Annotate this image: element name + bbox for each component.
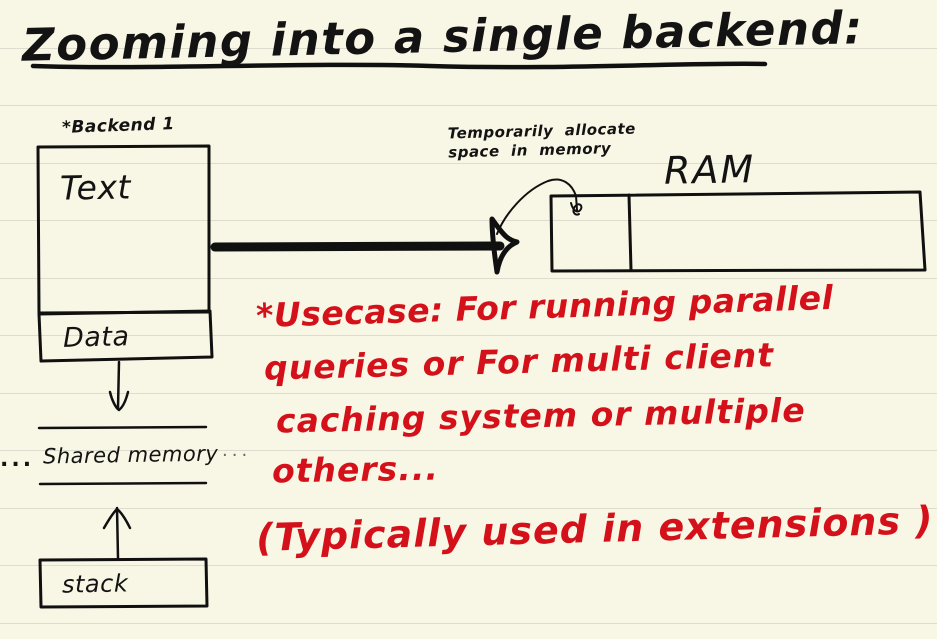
data-to-shared-arrowhead bbox=[108, 390, 130, 412]
rule-line bbox=[0, 163, 937, 164]
backend-to-ram-arrow-shaft bbox=[210, 241, 505, 252]
ram-box-label: RAM bbox=[663, 147, 756, 193]
shared-memory-dots-left: ... bbox=[0, 447, 35, 472]
rule-line bbox=[0, 278, 937, 279]
stack-box-outline bbox=[38, 557, 209, 609]
rule-line bbox=[0, 393, 937, 394]
rule-line bbox=[0, 508, 937, 509]
data-segment-label: Data bbox=[62, 321, 130, 354]
callout-arrow bbox=[496, 178, 578, 235]
stack-to-shared-arrowhead bbox=[102, 507, 132, 530]
red-note-line-4: others... bbox=[271, 448, 440, 491]
rule-line bbox=[0, 450, 937, 451]
rule-line bbox=[0, 220, 937, 221]
data-to-shared-arrow bbox=[116, 360, 121, 410]
backend-box-label: *Backend 1 bbox=[61, 114, 175, 138]
data-box-outline bbox=[37, 309, 214, 363]
shared-memory-top-line bbox=[37, 425, 208, 430]
ram-box-outline bbox=[549, 190, 927, 273]
rule-line bbox=[0, 105, 937, 106]
shared-memory-label: Shared memory bbox=[42, 441, 219, 469]
rule-line bbox=[0, 565, 937, 566]
ram-box-divider bbox=[627, 193, 633, 272]
rule-line bbox=[0, 48, 937, 49]
title-underline bbox=[30, 61, 768, 70]
shared-memory-bottom-line bbox=[38, 481, 208, 486]
stack-box-label: stack bbox=[61, 569, 129, 599]
stack-to-shared-arrow bbox=[115, 506, 120, 560]
shared-memory-dots-right: ... bbox=[222, 440, 252, 461]
rule-line bbox=[0, 623, 937, 624]
backend-to-ram-arrowhead bbox=[489, 216, 520, 275]
callout-arrowhead bbox=[570, 202, 583, 216]
rule-line bbox=[0, 335, 937, 336]
text-segment-label: Text bbox=[59, 167, 132, 208]
callout-note: Temporarily allocate space in memory bbox=[448, 120, 637, 162]
callout-line-2: space in memory bbox=[448, 138, 612, 162]
